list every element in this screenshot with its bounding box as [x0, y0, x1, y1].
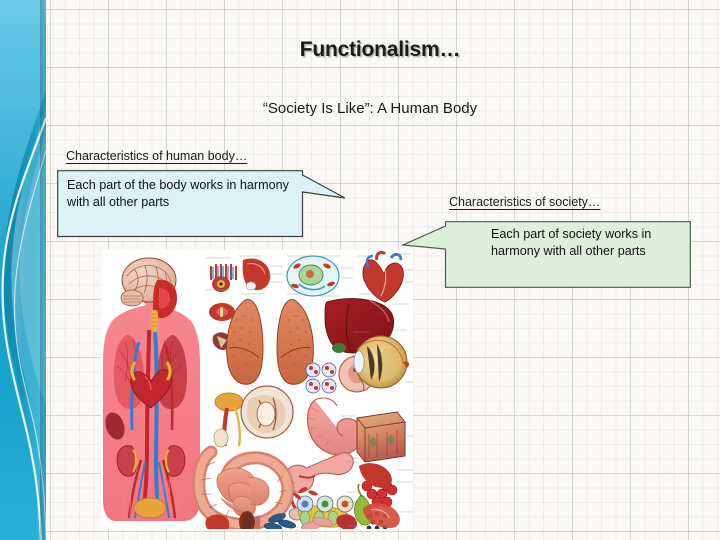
label-characteristics-of-human-body: Characteristics of human body…	[66, 149, 248, 163]
bottom-specimens	[205, 486, 388, 529]
intestines	[192, 445, 295, 529]
callout-society: Each part of society works in harmony wi…	[400, 219, 691, 289]
panel-nerve-muscle-lower	[345, 461, 413, 493]
blood-cells-cluster	[305, 362, 337, 394]
callout-society-text: Each part of society works in harmony wi…	[491, 227, 652, 258]
callout-human-body: Each part of the body works in harmony w…	[57, 170, 347, 240]
kidney-cross-roundel	[240, 385, 294, 439]
label-characteristics-of-society: Characteristics of society…	[449, 195, 601, 209]
panel-muscle-nerve	[205, 255, 283, 295]
sidebar-artwork	[0, 0, 46, 540]
anatomy-artwork	[101, 250, 413, 529]
decorative-sidebar	[0, 0, 46, 540]
torso-figure	[103, 257, 200, 521]
panel-cell-diagram	[286, 255, 353, 297]
callout-society-shape	[400, 221, 691, 288]
callout-human-body-shape	[57, 170, 346, 238]
human-anatomy-chart-image	[101, 250, 413, 529]
panel-throat-lower	[347, 501, 413, 528]
page-title: Functionalism…	[299, 38, 461, 61]
eye-cross-section	[351, 329, 413, 391]
slide-subtitle: “Society Is Like”: A Human Body	[262, 100, 478, 117]
lungs	[226, 298, 314, 385]
gallbladder-duct	[213, 392, 244, 448]
callout-human-body-text: Each part of the body works in harmony w…	[67, 178, 289, 209]
panel-heart-detail	[357, 250, 413, 305]
skin-block-cross-section	[341, 411, 413, 463]
